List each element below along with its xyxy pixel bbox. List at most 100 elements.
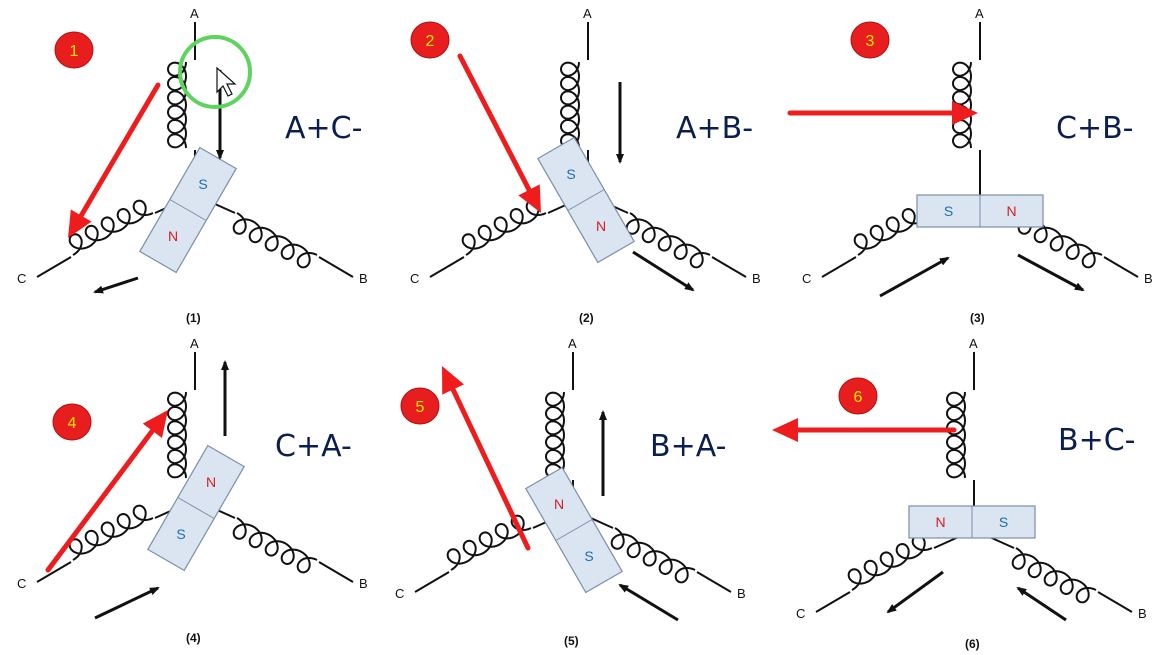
terminal-label-a: A	[568, 336, 577, 351]
coil-a	[559, 61, 581, 149]
lead-c	[36, 561, 72, 583]
south-pole-label: S	[566, 166, 575, 182]
rotor-magnet: NS	[524, 466, 624, 594]
lead-b	[1103, 256, 1139, 278]
north-pole-label: N	[935, 514, 945, 530]
coil-b	[232, 517, 318, 574]
south-pole-label: S	[176, 526, 185, 542]
coil-b	[232, 212, 318, 269]
phase-current-arrow	[1017, 253, 1085, 292]
field-direction-arrow	[457, 53, 532, 193]
lead-b	[711, 256, 747, 278]
terminal-label-a: A	[975, 6, 984, 21]
coil-a	[945, 391, 967, 479]
phase-formula: B+C-	[1058, 423, 1136, 458]
lead-b	[318, 256, 354, 278]
south-pole-label: S	[584, 548, 593, 564]
terminal-label-b: B	[1144, 271, 1153, 286]
south-pole-label: S	[944, 203, 953, 219]
lead-b	[318, 561, 354, 583]
coil-a	[166, 391, 188, 479]
terminal-label-a: A	[969, 336, 978, 351]
coil-a	[951, 61, 973, 149]
field-direction-arrowhead	[142, 410, 168, 438]
coil-c	[847, 534, 933, 591]
phase-formula: C+A-	[275, 429, 352, 464]
magnet-divider	[567, 189, 605, 211]
coil-c	[461, 199, 547, 256]
cursor-highlight-circle-icon	[178, 35, 252, 109]
terminal-label-b: B	[737, 586, 746, 601]
lead-b	[696, 571, 732, 593]
field-direction-arrowhead	[952, 101, 978, 125]
lead-c	[36, 256, 72, 278]
lead-c	[414, 571, 450, 593]
panel-caption: (1)	[186, 311, 201, 325]
step-badge-number: 3	[866, 33, 875, 50]
terminal-label-c: C	[410, 271, 419, 286]
rotor-magnet: SN	[908, 505, 1036, 539]
step-badge-number: 1	[70, 43, 79, 60]
north-pole-label: N	[554, 496, 564, 512]
panel-caption: (6)	[965, 637, 980, 651]
north-pole-label: N	[168, 228, 178, 244]
phase-formula: A+B-	[676, 111, 753, 146]
step-badge	[54, 31, 94, 69]
step-badge-number: 6	[854, 389, 863, 406]
magnet-divider	[555, 519, 593, 541]
coil-b	[610, 527, 696, 584]
magnet-divider	[169, 199, 207, 221]
phase-current-arrow	[1016, 586, 1067, 622]
terminal-label-c: C	[17, 576, 26, 591]
rotor-magnet: NS	[146, 444, 246, 572]
step-badge	[400, 387, 440, 425]
step-badge-number: 5	[416, 399, 425, 416]
step-badge-number: 2	[426, 33, 435, 50]
south-pole-label: S	[198, 176, 207, 192]
phase-formula: C+B-	[1056, 111, 1134, 146]
panel-caption: (5)	[564, 634, 579, 648]
phase-current-arrow	[632, 250, 695, 292]
panel-caption: (2)	[579, 311, 594, 325]
north-pole-label: N	[596, 218, 606, 234]
coil-b	[625, 212, 711, 269]
phase-formula: A+C-	[285, 111, 362, 146]
step-badge	[410, 21, 450, 59]
lead-c	[429, 256, 465, 278]
terminal-label-b: B	[359, 576, 368, 591]
coil-b	[1011, 547, 1097, 604]
step-badge	[850, 21, 890, 59]
terminal-label-b: B	[359, 271, 368, 286]
field-direction-arrowhead	[68, 209, 92, 238]
field-direction-arrow	[450, 387, 531, 551]
overlay-layer	[178, 35, 252, 109]
north-pole-label: N	[206, 474, 216, 490]
step-badge-number: 4	[68, 415, 77, 432]
phase-current-arrow	[618, 583, 679, 622]
field-direction-arrowhead	[518, 184, 541, 213]
lead-c	[815, 591, 851, 613]
phase-formula: B+A-	[650, 429, 726, 464]
step-badge	[52, 403, 92, 441]
terminal-label-c: C	[17, 271, 26, 286]
phase-current-arrow	[94, 586, 160, 620]
coil-c	[446, 514, 532, 571]
rotor-magnet: SN	[138, 146, 238, 274]
lead-c	[821, 256, 857, 278]
field-direction-arrowhead	[442, 366, 464, 395]
field-direction-arrow	[78, 82, 161, 219]
coil-c	[68, 504, 154, 561]
phase-current-arrow	[886, 570, 944, 614]
coil-c	[68, 199, 154, 256]
terminal-label-c: C	[395, 586, 404, 601]
terminal-label-b: B	[1138, 606, 1147, 621]
phase-current-arrow	[879, 256, 950, 298]
mouse-pointer-icon	[216, 66, 237, 97]
panel-caption: (3)	[970, 311, 985, 325]
terminal-label-b: B	[752, 271, 761, 286]
terminal-label-a: A	[190, 336, 199, 351]
field-direction-arrowhead	[772, 418, 798, 442]
rotor-magnet: NS	[916, 194, 1044, 228]
